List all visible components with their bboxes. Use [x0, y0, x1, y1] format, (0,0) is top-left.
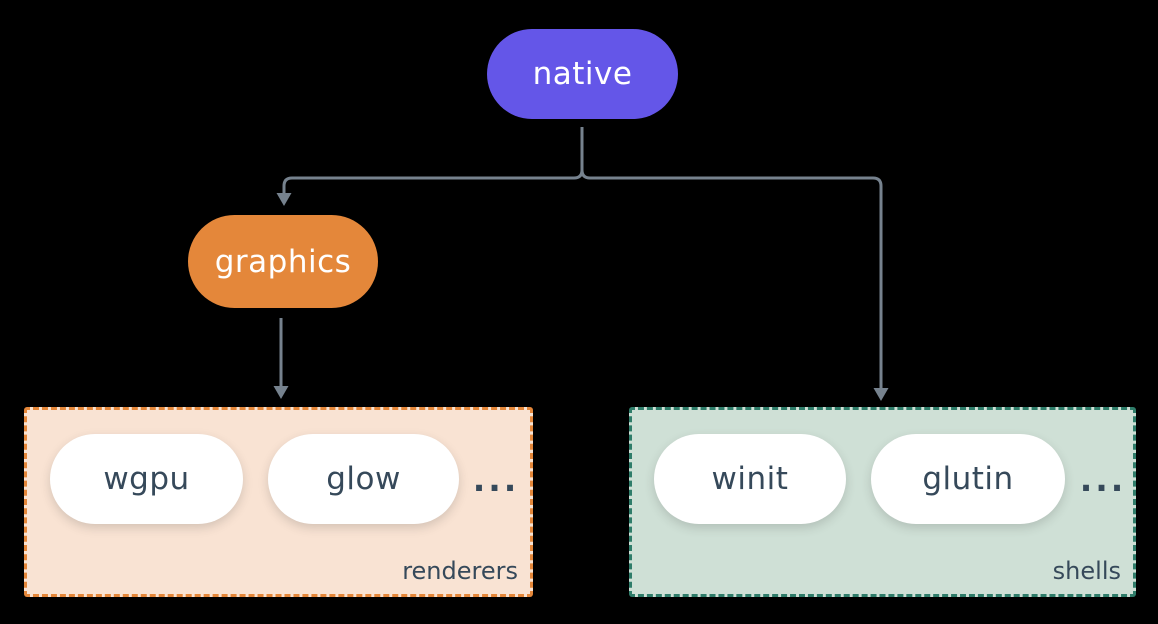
edge-native-to-graphics [282, 127, 584, 193]
node-native: native [487, 29, 678, 119]
renderers-group-label: renderers [402, 557, 518, 585]
edge-native-to-shells [580, 127, 883, 388]
group-shells: winit glutin ... shells [629, 407, 1136, 597]
arrowhead-to-graphics-icon [276, 193, 292, 206]
node-wgpu: wgpu [50, 434, 243, 524]
node-winit: winit [654, 434, 846, 524]
shells-group-label: shells [1052, 557, 1121, 585]
node-glutin: glutin [871, 434, 1065, 524]
arrowhead-to-renderers-icon [273, 386, 289, 399]
node-graphics: graphics [188, 215, 378, 308]
arrowhead-to-shells-icon [873, 388, 889, 401]
shells-ellipsis: ... [1079, 459, 1127, 499]
node-glow: glow [268, 434, 459, 524]
renderers-ellipsis: ... [472, 459, 520, 499]
group-renderers: wgpu glow ... renderers [24, 407, 533, 597]
